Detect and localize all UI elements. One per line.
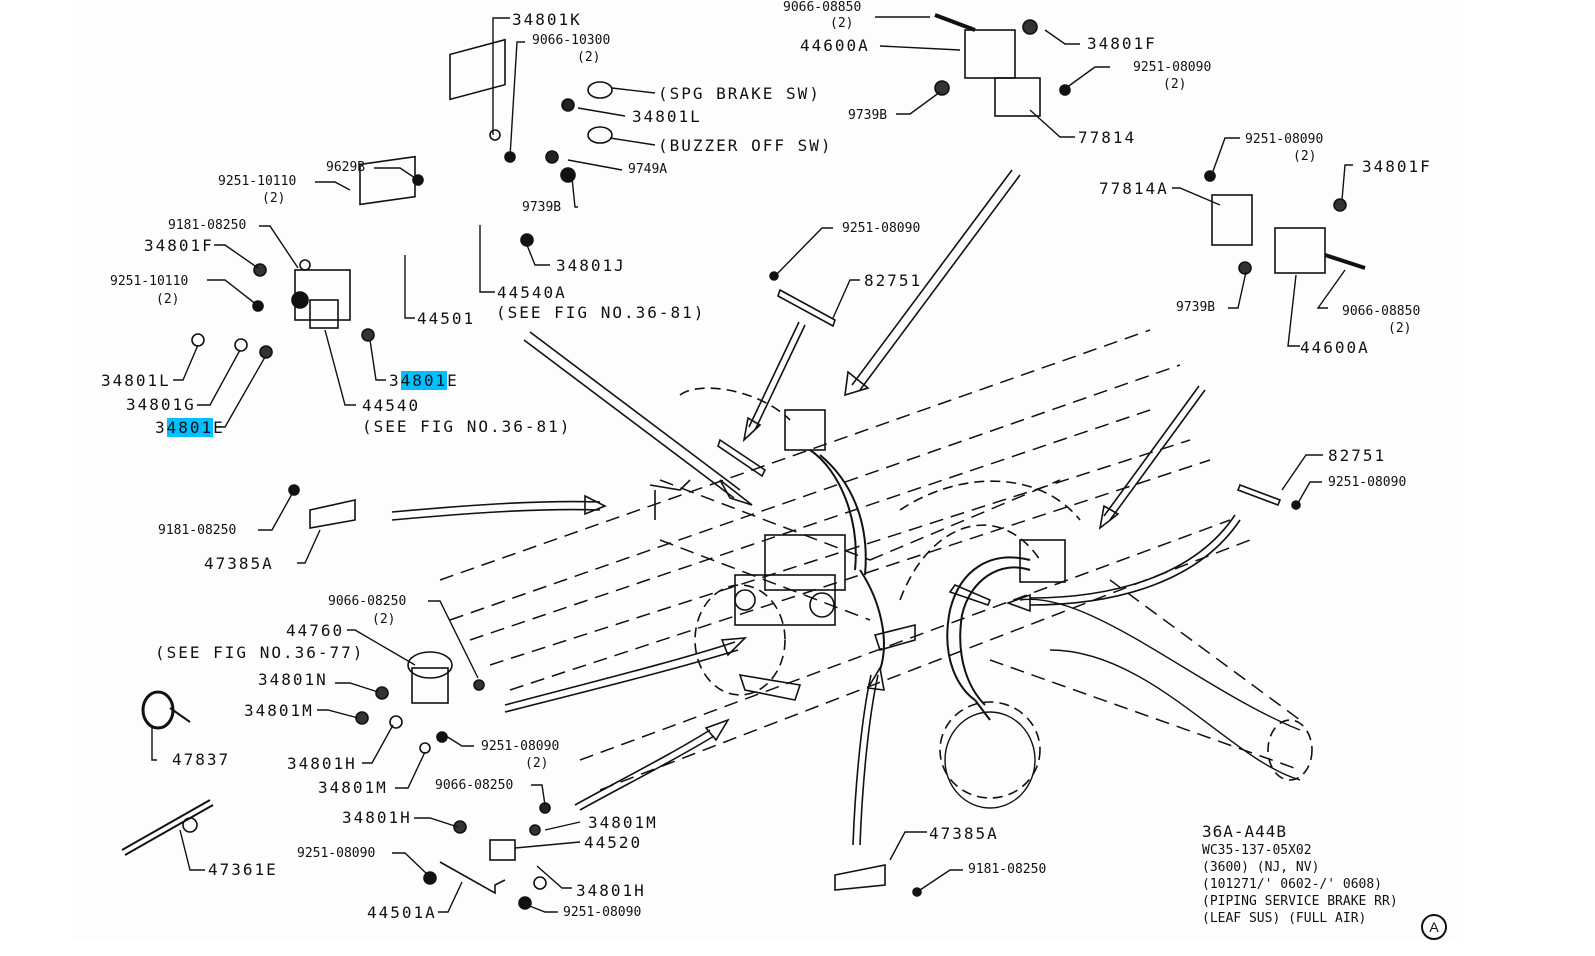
title-line: (101271/' 0602-/' 0608) bbox=[1202, 877, 1383, 892]
qty-label: (2) bbox=[156, 292, 180, 307]
drawing-sheet bbox=[72, 0, 1462, 940]
title-line: (PIPING SERVICE BRAKE RR) bbox=[1202, 894, 1398, 909]
label-prefix: 3 bbox=[155, 418, 167, 437]
part-label-highlighted[interactable]: 34801E bbox=[155, 418, 225, 437]
qty-label: (2) bbox=[1293, 149, 1317, 164]
part-label[interactable]: 9251-10110 bbox=[218, 174, 297, 189]
part-label[interactable]: 47385A bbox=[204, 554, 274, 573]
view-marker: A bbox=[1421, 914, 1447, 940]
part-label[interactable]: 34801L bbox=[632, 107, 702, 126]
part-label[interactable]: 9251-08090 bbox=[481, 739, 560, 754]
part-label[interactable]: 34801N bbox=[258, 670, 328, 689]
part-label[interactable]: 9066-10300 bbox=[532, 33, 611, 48]
part-label[interactable]: 77814 bbox=[1078, 128, 1137, 147]
part-label[interactable]: 34801L bbox=[101, 371, 171, 390]
figure-number: 36A-A44B bbox=[1202, 822, 1288, 841]
part-label[interactable]: 34801H bbox=[287, 754, 357, 773]
part-label[interactable]: 34801F bbox=[1087, 34, 1157, 53]
qty-label: (2) bbox=[525, 756, 549, 771]
part-label[interactable]: 47837 bbox=[172, 750, 231, 769]
part-label[interactable]: 34801G bbox=[126, 395, 196, 414]
part-label[interactable]: 44501 bbox=[417, 309, 476, 328]
part-label[interactable]: 34801M bbox=[318, 778, 388, 797]
part-label[interactable]: 34801F bbox=[144, 236, 214, 255]
part-label-highlighted[interactable]: 34801E bbox=[389, 371, 459, 390]
air-hoses bbox=[809, 449, 1031, 721]
part-label[interactable]: 9181-08250 bbox=[158, 523, 237, 538]
part-label[interactable]: 9181-08250 bbox=[168, 218, 247, 233]
part-label[interactable]: 44540A bbox=[497, 283, 567, 302]
part-label[interactable]: 47385A bbox=[929, 824, 999, 843]
title-line: WC35-137-05X02 bbox=[1202, 843, 1312, 858]
part-label[interactable]: 44540 bbox=[362, 396, 421, 415]
part-label[interactable]: 34801J bbox=[556, 256, 626, 275]
part-label[interactable]: 34801H bbox=[342, 808, 412, 827]
part-label[interactable]: 47361E bbox=[208, 860, 278, 879]
part-label[interactable]: 34801M bbox=[588, 813, 658, 832]
callout-arrows bbox=[391, 169, 1241, 846]
part-label[interactable]: 34801F bbox=[1362, 157, 1432, 176]
search-highlight: 4801 bbox=[400, 371, 448, 390]
qty-label: (2) bbox=[372, 612, 396, 627]
qty-label: (2) bbox=[577, 50, 601, 65]
part-label[interactable]: 34801M bbox=[244, 701, 314, 720]
part-label[interactable]: 9251-08090 bbox=[1245, 132, 1324, 147]
part-label[interactable]: 44520 bbox=[584, 833, 643, 852]
qty-label: (2) bbox=[1388, 321, 1412, 336]
axle-housing bbox=[679, 387, 1313, 799]
part-label[interactable]: 9066-08850 bbox=[783, 0, 862, 15]
tire bbox=[944, 598, 1301, 809]
part-label[interactable]: 9749A bbox=[628, 162, 668, 177]
qty-label: (2) bbox=[262, 191, 286, 206]
part-label[interactable]: 34801H bbox=[576, 881, 646, 900]
leader-lines bbox=[151, 16, 1353, 913]
part-note: (SPG BRAKE SW) bbox=[658, 84, 821, 103]
label-prefix: 3 bbox=[389, 371, 401, 390]
part-label[interactable]: 82751 bbox=[864, 271, 923, 290]
part-label[interactable]: 44760 bbox=[286, 621, 345, 640]
part-label[interactable]: 9251-08090 bbox=[1133, 60, 1212, 75]
part-ref: (SEE FIG NO.36-81) bbox=[496, 303, 706, 322]
chassis-frame bbox=[439, 329, 1301, 791]
part-label[interactable]: 9066-08250 bbox=[435, 778, 514, 793]
part-label[interactable]: 44600A bbox=[1300, 338, 1370, 357]
part-note: (BUZZER OFF SW) bbox=[658, 136, 833, 155]
part-label[interactable]: 9629B bbox=[326, 160, 366, 175]
part-label[interactable]: 9251-10110 bbox=[110, 274, 189, 289]
label-suffix: E bbox=[213, 418, 225, 437]
qty-label: (2) bbox=[1163, 77, 1187, 92]
title-line: (3600) (NJ, NV) bbox=[1202, 860, 1320, 875]
part-label[interactable]: 9739B bbox=[1176, 300, 1216, 315]
part-label[interactable]: 34801K bbox=[512, 10, 582, 29]
part-label[interactable]: 44600A bbox=[800, 36, 870, 55]
part-label[interactable]: 9066-08250 bbox=[328, 594, 407, 609]
part-label[interactable]: 77814A bbox=[1099, 179, 1169, 198]
part-label[interactable]: 9251-08090 bbox=[1328, 475, 1407, 490]
part-label[interactable]: 9739B bbox=[848, 108, 888, 123]
part-ref: (SEE FIG NO.36-77) bbox=[155, 643, 365, 662]
part-label[interactable]: 44501A bbox=[367, 903, 437, 922]
label-suffix: E bbox=[447, 371, 459, 390]
search-highlight: 4801 bbox=[166, 418, 214, 437]
part-label[interactable]: 9739B bbox=[522, 200, 562, 215]
part-ref: (SEE FIG NO.36-81) bbox=[362, 417, 572, 436]
part-label[interactable]: 9251-08090 bbox=[842, 221, 921, 236]
qty-label: (2) bbox=[830, 16, 854, 31]
part-label[interactable]: 9251-08090 bbox=[563, 905, 642, 920]
title-line: (LEAF SUS) (FULL AIR) bbox=[1202, 911, 1367, 926]
title-block: 36A-A44B WC35-137-05X02 (3600) (NJ, NV) … bbox=[1202, 822, 1398, 927]
part-label[interactable]: 9181-08250 bbox=[968, 862, 1047, 877]
part-label[interactable]: 82751 bbox=[1328, 446, 1387, 465]
part-label[interactable]: 9066-08850 bbox=[1342, 304, 1421, 319]
part-label[interactable]: 9251-08090 bbox=[297, 846, 376, 861]
